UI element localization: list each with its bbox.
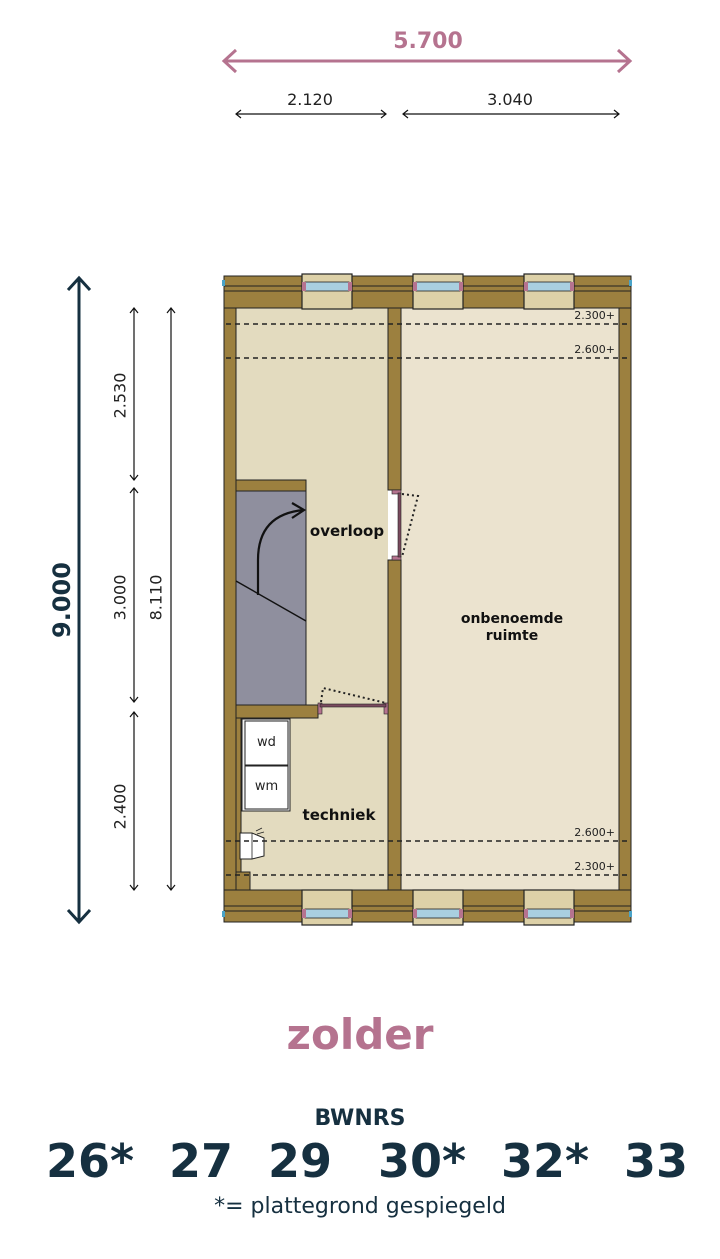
dryer-label: wd — [257, 735, 276, 750]
bwnr-item: 33 — [623, 1134, 689, 1188]
floor-title: zolder — [286, 1010, 434, 1059]
height-label-bottom-2: 2.300+ — [574, 860, 615, 873]
staircase — [235, 490, 307, 706]
inner-depth-label: 8.110 — [146, 574, 166, 621]
bwnr-item: 32* — [500, 1134, 590, 1188]
total-depth-label: 9.000 — [48, 562, 76, 638]
room-label-unnamed-line1: onbenoemde — [460, 611, 564, 627]
depth-segment-1-label: 2.530 — [110, 372, 130, 419]
appliances — [239, 718, 291, 860]
window — [412, 889, 464, 926]
window — [412, 273, 464, 310]
window — [523, 273, 575, 310]
bwnrs-label: BWNRS — [314, 1106, 406, 1131]
total-depth-dimension — [66, 275, 92, 925]
door-overloop-to-techniek — [317, 686, 389, 715]
floor-right — [401, 308, 619, 890]
total-width-label: 5.700 — [393, 29, 463, 54]
depth-segment-2-label: 3.000 — [110, 574, 130, 621]
mirrored-footnote: *= plattegrond gespiegeld — [214, 1194, 506, 1219]
depth-segment-3-label: 2.400 — [110, 783, 130, 830]
room-label-overloop: overloop — [309, 522, 385, 540]
width-segment-1-label: 2.120 — [287, 90, 333, 109]
bottom-windows — [301, 889, 575, 926]
window — [301, 273, 353, 310]
window — [523, 889, 575, 926]
bwnrs-list: 26* 27 29 30* 32* 33 — [0, 1134, 720, 1190]
door-overloop-to-storage — [391, 489, 420, 561]
width-segment-2-label: 3.040 — [487, 90, 533, 109]
bwnr-item: 27 — [168, 1134, 234, 1188]
bwnr-item: 30* — [377, 1134, 467, 1188]
height-label-top-1: 2.300+ — [574, 309, 615, 322]
height-label-top-2: 2.600+ — [574, 343, 615, 356]
depth-segment-dimensions — [129, 307, 176, 891]
height-label-bottom-1: 2.600+ — [574, 826, 615, 839]
washer-label: wm — [254, 779, 279, 794]
width-segment-dimensions — [235, 109, 620, 119]
bwnr-item: 26* — [45, 1134, 135, 1188]
total-width-dimension — [221, 48, 633, 74]
room-label-techniek: techniek — [302, 806, 376, 824]
window — [301, 889, 353, 926]
bwnr-item: 29 — [267, 1134, 333, 1188]
height-lines — [226, 323, 630, 876]
room-label-unnamed-line2: ruimte — [485, 628, 539, 644]
top-windows — [301, 273, 575, 310]
